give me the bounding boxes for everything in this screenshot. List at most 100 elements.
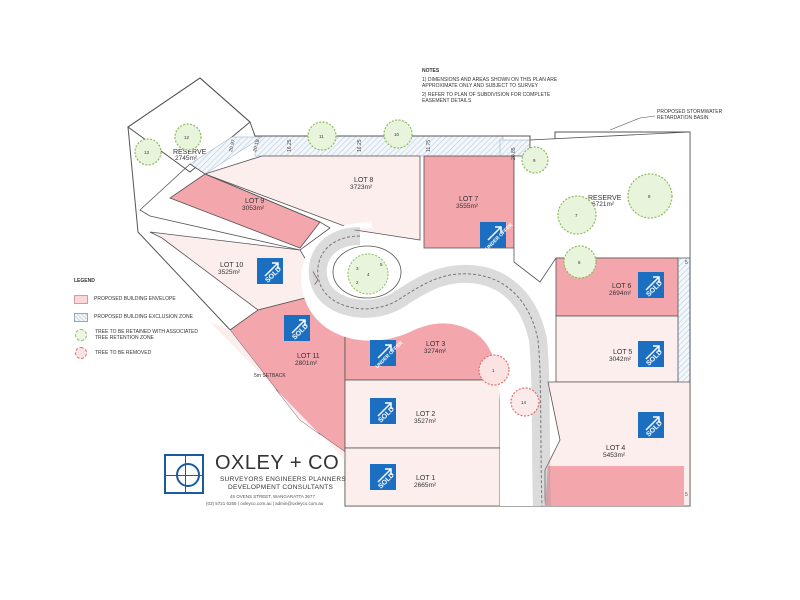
reserve-label: RESERVE bbox=[173, 149, 207, 156]
legend-title: LEGEND bbox=[74, 278, 95, 284]
lot-11-hatch bbox=[210, 322, 345, 460]
tree-number: 3 bbox=[356, 266, 359, 271]
tree-number: 2 bbox=[356, 280, 359, 285]
reserve-area: 6721m² bbox=[592, 201, 615, 208]
lot-area: 5453m² bbox=[603, 452, 626, 459]
dim-label: 20.97 bbox=[228, 139, 237, 153]
tree-10-icon bbox=[383, 119, 413, 149]
lot-4-envelope bbox=[545, 466, 684, 506]
dim-label: 16.25 bbox=[287, 139, 293, 152]
sold-badge: SOLD bbox=[370, 398, 396, 424]
tree-number: 6 bbox=[578, 260, 581, 265]
lot-area: 2801m² bbox=[295, 360, 318, 367]
exclusion-zone-swatch bbox=[74, 312, 88, 322]
lot-label: LOT 1 bbox=[416, 475, 435, 482]
sold-badge: SOLD bbox=[638, 341, 664, 367]
sold-badge: SOLD bbox=[370, 464, 396, 490]
sold-badge: SOLD bbox=[284, 315, 310, 341]
tree-7-icon bbox=[557, 195, 597, 235]
tree-number: 11 bbox=[319, 134, 324, 139]
lot-8-parcel bbox=[203, 155, 421, 241]
legend-row: PROPOSED BUILDING ENVELOPE bbox=[74, 290, 234, 308]
tree-12-icon bbox=[174, 123, 202, 151]
dim-label: 5 bbox=[685, 492, 688, 498]
company-contact: (03) 5721 6255 | oxleyco.com.au | admin@… bbox=[206, 501, 324, 506]
tree-retained-icon bbox=[75, 329, 87, 341]
lot-9-outline bbox=[139, 163, 331, 251]
tree-number: 13 bbox=[144, 150, 150, 155]
sold-badge: SOLD bbox=[638, 272, 664, 298]
tree-number: 12 bbox=[184, 135, 190, 140]
lot-area: 3525m² bbox=[218, 269, 241, 276]
tree-number: 7 bbox=[575, 213, 578, 218]
company-block: OXLEY + CO SURVEYORS ENGINEERS PLANNERS … bbox=[158, 448, 358, 523]
tree-number: 4 bbox=[367, 272, 370, 277]
lot-label: LOT 11 bbox=[297, 353, 320, 360]
lot-label: LOT 9 bbox=[245, 198, 264, 205]
legend-row: PROPOSED BUILDING EXCLUSION ZONE bbox=[74, 308, 234, 326]
lot-label: LOT 3 bbox=[426, 341, 445, 348]
tree-9-icon bbox=[521, 146, 549, 174]
tree-number: 10 bbox=[394, 132, 400, 137]
building-envelope-swatch bbox=[74, 294, 88, 304]
tree-number: 5 bbox=[380, 262, 383, 267]
basin-leader-line bbox=[609, 115, 656, 131]
dim-label: 11.75 bbox=[426, 140, 432, 152]
dim-label: 20.85 bbox=[511, 147, 517, 160]
dim-label: 16.25 bbox=[357, 139, 363, 152]
lot-label: LOT 6 bbox=[612, 283, 631, 290]
tree-8-icon bbox=[627, 173, 673, 219]
lot-area: 2665m² bbox=[414, 482, 437, 489]
company-name: OXLEY + CO bbox=[215, 452, 340, 474]
legend-label: PROPOSED BUILDING EXCLUSION ZONE bbox=[94, 314, 193, 320]
tree-number: 8 bbox=[648, 194, 651, 199]
dim-label: 20.18 bbox=[252, 139, 261, 153]
sold-badge: SOLD bbox=[257, 258, 283, 284]
tree-1-icon bbox=[478, 354, 510, 386]
road-edge bbox=[317, 235, 543, 507]
legend-label: PROPOSED BUILDING ENVELOPE bbox=[94, 296, 176, 302]
legend-row: TREE TO BE RETAINED WITH ASSOCIATED TREE… bbox=[74, 326, 234, 344]
setback-label: 5m SETBACK bbox=[254, 373, 286, 379]
note-item: 1) DIMENSIONS AND AREAS SHOWN ON THIS PL… bbox=[422, 77, 558, 89]
lot-area: 3274m² bbox=[424, 348, 447, 355]
tree-11-icon bbox=[307, 121, 337, 151]
notes-block: NOTES 1) DIMENSIONS AND AREAS SHOWN ON T… bbox=[422, 68, 572, 107]
legend-row: TREE TO BE REMOVED bbox=[74, 344, 234, 362]
tree-number: 1 bbox=[492, 368, 495, 373]
lot-area: 3053m² bbox=[242, 205, 265, 212]
sold-badge: SOLD bbox=[638, 412, 664, 438]
basin-label: PROPOSED STORMWATER RETARDATION BASIN bbox=[657, 109, 723, 121]
tree-number: 9 bbox=[533, 158, 536, 163]
lot-7-parcel bbox=[423, 155, 515, 249]
tree-group bbox=[134, 119, 673, 417]
company-subtitle: DEVELOPMENT CONSULTANTS bbox=[228, 484, 334, 491]
legend-label: TREE TO BE REMOVED bbox=[95, 350, 152, 356]
legend-label: TREE TO BE RETAINED WITH ASSOCIATED TREE… bbox=[95, 329, 198, 341]
reserve-label: RESERVE bbox=[588, 195, 622, 202]
lot-label: LOT 8 bbox=[354, 177, 373, 184]
dim-label: 5 bbox=[685, 260, 688, 266]
lot-label: LOT 5 bbox=[613, 349, 632, 356]
lot-label: LOT 4 bbox=[606, 445, 625, 452]
tree-removed-icon bbox=[75, 347, 87, 359]
tree-number: 14 bbox=[521, 400, 527, 405]
notes-title: NOTES bbox=[422, 68, 440, 74]
lot-area: 3723m² bbox=[350, 184, 373, 191]
lot-label: LOT 2 bbox=[416, 411, 435, 418]
lot-area: 3527m² bbox=[414, 418, 437, 425]
lot-area: 3555m² bbox=[456, 203, 479, 210]
note-item: 2) REFER TO PLAN OF SUBDIVISION FOR COMP… bbox=[422, 92, 551, 104]
tree-13-icon bbox=[134, 138, 162, 166]
company-services: SURVEYORS ENGINEERS PLANNERS bbox=[220, 476, 347, 483]
under-offer-badge: UNDER OFFER bbox=[370, 340, 405, 370]
lot-area: 3042m² bbox=[609, 356, 632, 363]
lot-label: LOT 10 bbox=[220, 262, 243, 269]
lot-label: LOT 7 bbox=[459, 196, 478, 203]
company-address: 45 OVENS STREET, WANGARATTA 3677 bbox=[230, 494, 315, 499]
reserve-area: 2745m² bbox=[175, 155, 198, 162]
company-logo-icon bbox=[164, 454, 204, 494]
legend: LEGEND PROPOSED BUILDING ENVELOPE PROPOS… bbox=[74, 278, 234, 362]
tree-6-icon bbox=[563, 245, 597, 279]
